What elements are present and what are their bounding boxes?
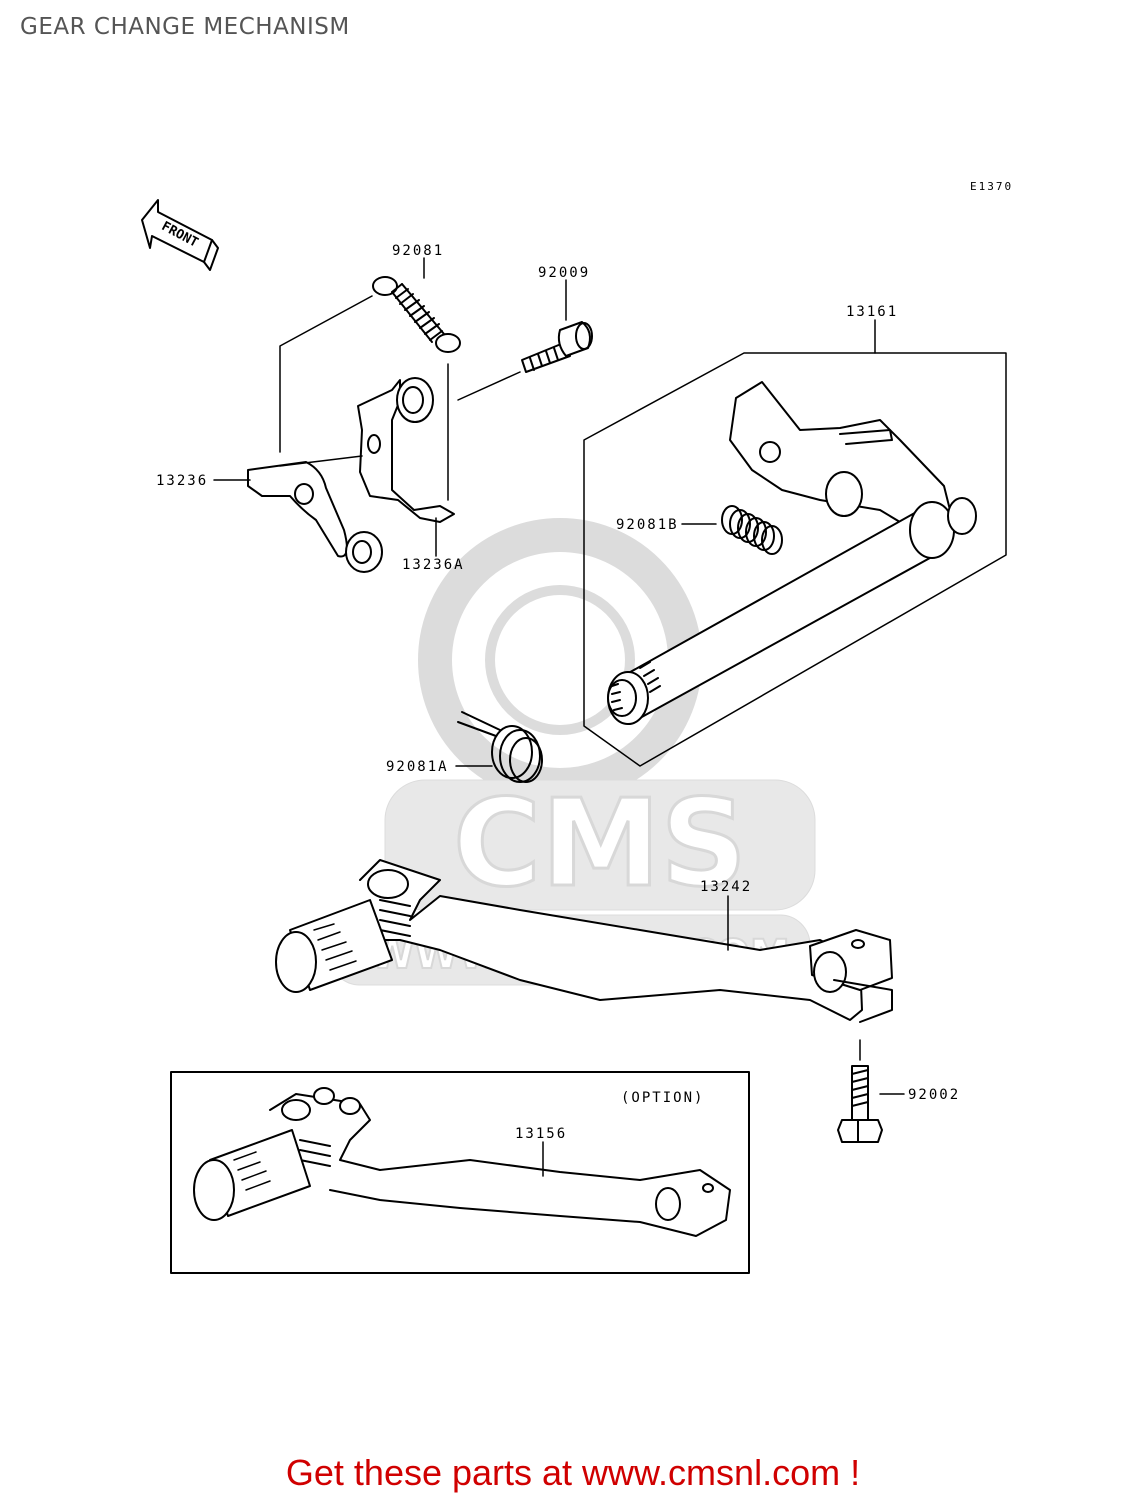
part-label-13156: 13156 [515, 1126, 567, 1142]
spring-92081a-drawing [457, 711, 543, 783]
part-label-13236: 13236 [156, 473, 208, 489]
part-label-92081b: 92081B [616, 517, 679, 533]
option-label: (OPTION) [621, 1090, 704, 1106]
part-labels: E1370 92081 92009 13161 13236 92081B 132… [156, 180, 1013, 1142]
part-label-13161: 13161 [846, 304, 898, 320]
bolt-92002-drawing [837, 1065, 883, 1143]
shift-shaft-13161-drawing [607, 381, 977, 725]
part-label-92081a: 92081A [386, 759, 449, 775]
part-label-92009: 92009 [538, 265, 590, 281]
front-arrow-icon: FRONT [141, 199, 219, 271]
page-title: GEAR CHANGE MECHANISM [20, 14, 350, 40]
watermark-logo-text: CMS [453, 775, 747, 914]
spring-92081b-drawing [721, 505, 783, 555]
leader-lines [213, 257, 1007, 1177]
parts-diagram: CMS WWW.CMSNL.COM FRONT [141, 180, 1013, 1274]
promo-link[interactable]: Get these parts at www.cmsnl.com ! [285, 1452, 861, 1493]
lever-13236-drawing [247, 461, 383, 573]
part-label-13242: 13242 [700, 879, 752, 895]
spring-92081-drawing [372, 276, 461, 353]
shift-pedal-13156-drawing [193, 1087, 731, 1237]
part-label-13236a: 13236A [402, 557, 465, 573]
lever-13236a-drawing [357, 377, 455, 523]
diagram-code-label: E1370 [970, 180, 1013, 193]
part-label-92002: 92002 [908, 1087, 960, 1103]
part-label-92081: 92081 [392, 243, 444, 259]
screw-92009-drawing [521, 321, 593, 373]
option-box [170, 1071, 750, 1274]
shift-pedal-13242-drawing [275, 859, 893, 1023]
